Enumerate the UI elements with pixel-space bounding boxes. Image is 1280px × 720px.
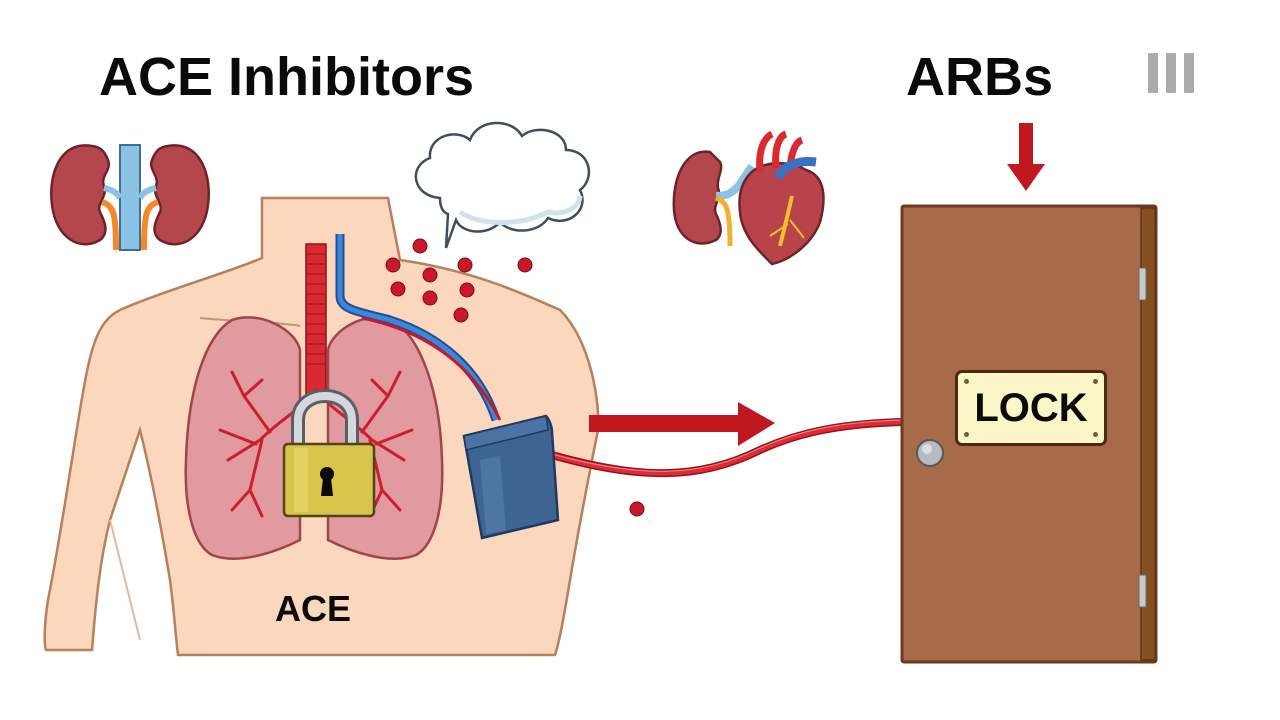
blood-vessels	[335, 234, 903, 478]
title-arbs: ARBs	[906, 47, 1054, 107]
roman-bar	[1148, 53, 1158, 93]
blood-pressure-cuff-icon	[462, 414, 560, 540]
kidney-heart-icon	[672, 130, 825, 266]
door-sign-text: LOCK	[974, 385, 1088, 430]
screw-icon	[1093, 432, 1098, 437]
padlock-icon	[282, 389, 376, 518]
blood-cells	[385, 238, 645, 517]
screw-icon	[1093, 379, 1098, 384]
door-lock-sign: LOCK	[955, 370, 1107, 446]
screw-icon	[964, 379, 969, 384]
roman-numeral-three-icon	[1148, 53, 1194, 95]
screw-icon	[964, 432, 969, 437]
title-ace-inhibitors: ACE Inhibitors	[99, 47, 474, 107]
roman-bar	[1166, 53, 1176, 93]
arrow-down-icon	[1007, 123, 1045, 191]
arrow-right-icon	[589, 402, 775, 446]
roman-bar	[1184, 53, 1194, 93]
kidneys-icon	[50, 144, 210, 251]
thought-cloud-icon	[414, 121, 591, 249]
ace-enzyme-label: ACE	[275, 588, 352, 629]
